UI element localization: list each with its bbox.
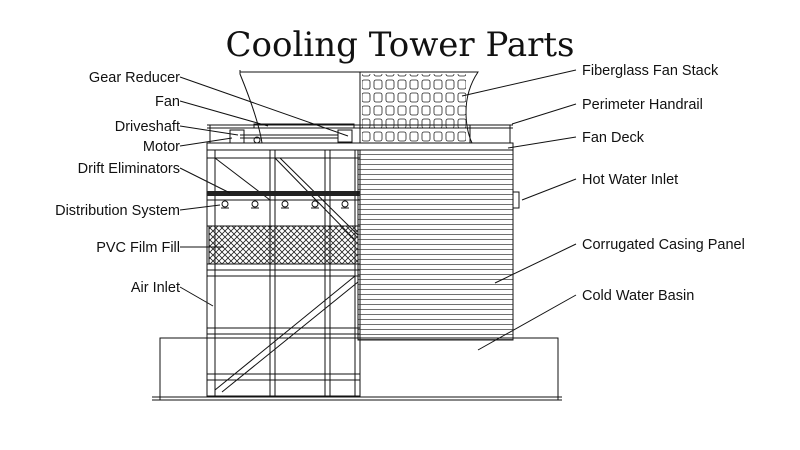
drive-assembly xyxy=(229,129,353,144)
label-driveshaft: Driveshaft xyxy=(115,119,180,135)
fan-stack-shape xyxy=(239,70,479,144)
label-drift-eliminators: Drift Eliminators xyxy=(78,161,180,177)
right-labels: Fiberglass Fan Stack Perimeter Handrail … xyxy=(582,63,745,304)
label-air-inlet: Air Inlet xyxy=(131,280,180,296)
left-frame xyxy=(206,149,361,397)
leader-lines xyxy=(179,69,577,351)
label-cold-water-basin: Cold Water Basin xyxy=(582,288,694,304)
corrugated-casing-shape xyxy=(357,149,514,341)
fan-blade xyxy=(253,123,355,129)
distribution-nozzles xyxy=(207,199,360,209)
cold-water-basin-shape xyxy=(159,337,559,401)
label-pvc-film-fill: PVC Film Fill xyxy=(96,240,180,256)
label-fan: Fan xyxy=(155,94,180,110)
label-motor: Motor xyxy=(143,139,180,155)
left-labels: Gear Reducer Fan Driveshaft Motor Drift … xyxy=(55,70,180,296)
tower-drawing xyxy=(152,70,562,401)
label-fiberglass-fan-stack: Fiberglass Fan Stack xyxy=(582,63,719,79)
label-fan-deck: Fan Deck xyxy=(582,130,645,146)
label-corrugated-casing-panel: Corrugated Casing Panel xyxy=(582,237,745,253)
pvc-film-fill-shape xyxy=(207,225,360,265)
diagram-title: Cooling Tower Parts xyxy=(226,25,575,65)
drift-eliminator-band xyxy=(207,191,360,196)
label-gear-reducer: Gear Reducer xyxy=(89,70,180,86)
label-hot-water-inlet: Hot Water Inlet xyxy=(582,172,678,188)
label-distribution-system: Distribution System xyxy=(55,203,180,219)
hot-water-inlet-pipe xyxy=(512,191,520,209)
fan-deck-shape xyxy=(206,142,514,151)
label-perimeter-handrail: Perimeter Handrail xyxy=(582,97,703,113)
